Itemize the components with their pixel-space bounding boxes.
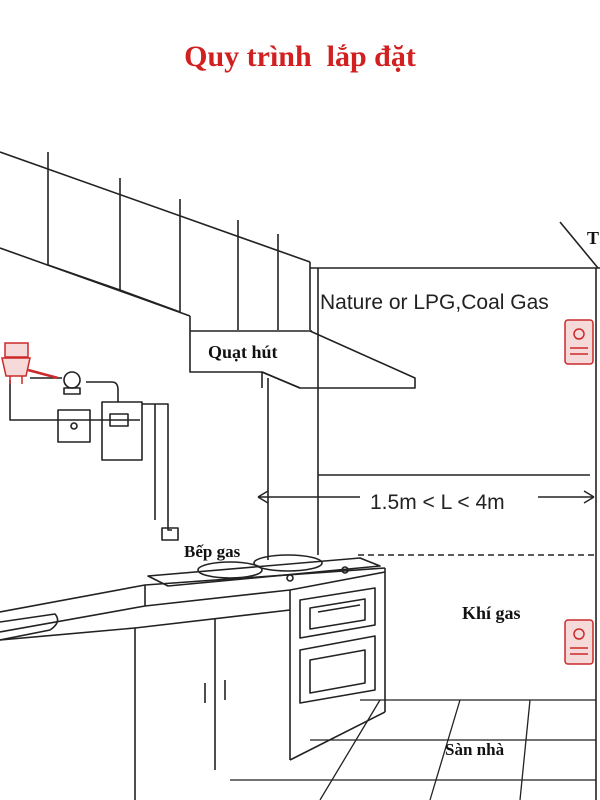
floor-tiles [230, 699, 596, 800]
gas-meter [101, 401, 143, 461]
gas-type-label: Nature or LPG,Coal Gas [320, 291, 549, 314]
gas-detector-upper-icon [564, 319, 594, 365]
ceiling-label: T [587, 228, 599, 248]
wall-socket [57, 409, 91, 443]
gas-label: Khí gas [462, 603, 521, 623]
distance-dimension [257, 490, 595, 504]
gas-detector-lower-icon [564, 619, 594, 665]
room-walls [267, 221, 600, 800]
gas-stove [147, 554, 381, 587]
page-title: Quy trình lắp đặt [184, 40, 416, 73]
floor-label: Sàn nhà [445, 740, 505, 759]
sink [0, 613, 59, 641]
cabinet-doors [204, 680, 226, 703]
solenoid-valve-icon [1, 342, 59, 384]
oven-drawers [299, 587, 376, 704]
hood-label: Quạt hút [208, 342, 278, 362]
upper-cabinets [0, 151, 311, 331]
gas-piping [9, 371, 179, 541]
distance-label: 1.5m < L < 4m [370, 491, 505, 514]
counter [0, 567, 386, 800]
stove-label: Bếp gas [184, 542, 241, 561]
range-hood [189, 330, 416, 389]
